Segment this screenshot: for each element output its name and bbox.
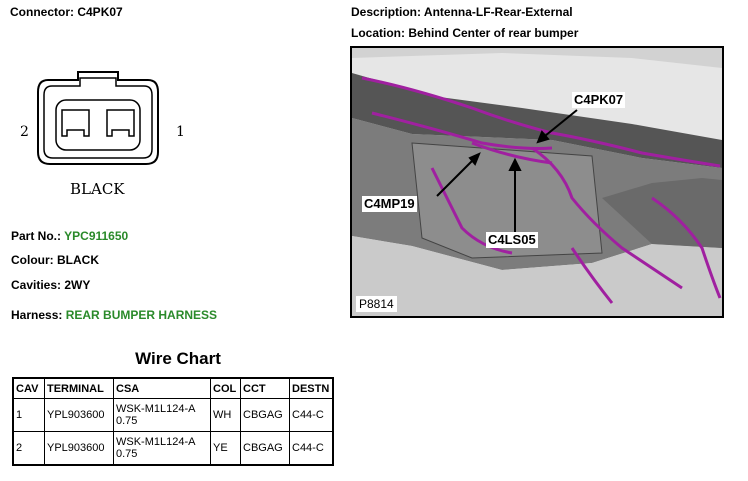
part-no-value: YPC911650	[64, 229, 129, 243]
header-col: COL	[210, 377, 241, 399]
cell-cct: CBGAG	[240, 398, 290, 432]
cavities-value: 2WY	[64, 278, 91, 292]
csa-size: 0.75	[116, 448, 138, 460]
colour-line: Colour: BLACK	[11, 253, 99, 267]
location-label: Location:	[351, 26, 405, 40]
harness-value: REAR BUMPER HARNESS	[65, 308, 218, 322]
csa-spec: WSK-M1L124-A	[116, 436, 196, 448]
description-label: Description:	[351, 5, 422, 19]
colour-label: Colour:	[11, 253, 54, 267]
callout-c4pk07: C4PK07	[572, 92, 626, 108]
wire-chart-header-row: CAV TERMINAL CSA COL CCT DESTN	[12, 377, 334, 399]
header-terminal: TERMINAL	[44, 377, 114, 399]
location-line: Location: Behind Center of rear bumper	[351, 26, 578, 40]
part-no-line: Part No.: YPC911650	[11, 229, 128, 243]
csa-size: 0.75	[116, 415, 138, 427]
cell-col: YE	[210, 431, 241, 466]
connector-line: Connector: C4PK07	[10, 5, 123, 19]
colour-value: BLACK	[57, 253, 99, 267]
connector-color-text: BLACK	[70, 180, 125, 198]
wire-chart-table: CAV TERMINAL CSA COL CCT DESTN 1 YPL9036…	[12, 377, 334, 466]
cell-terminal: YPL903600	[44, 431, 114, 466]
connector-label: Connector:	[10, 5, 74, 19]
wire-chart-title: Wire Chart	[135, 349, 221, 368]
cell-cav: 1	[12, 398, 45, 432]
pin-label-left: 2	[20, 124, 29, 140]
harness-line: Harness: REAR BUMPER HARNESS	[11, 308, 217, 322]
cell-destn: C44-C	[289, 431, 334, 466]
table-row: 2 YPL903600 WSK-M1L124-A 0.75 YE CBGAG C…	[12, 431, 334, 466]
cavities-label: Cavities:	[11, 278, 62, 292]
header-destn: DESTN	[289, 377, 334, 399]
description-line: Description: Antenna-LF-Rear-External	[351, 5, 573, 19]
header-cav: CAV	[12, 377, 45, 399]
location-illustration: C4PK07 C4MP19 C4LS05 P8814	[350, 46, 724, 318]
cell-cav: 2	[12, 431, 45, 466]
cell-csa: WSK-M1L124-A 0.75	[113, 398, 211, 432]
callout-c4ls05: C4LS05	[486, 232, 538, 248]
header-cct: CCT	[240, 377, 290, 399]
connector-face-drawing: 2 1 BLACK	[8, 60, 238, 210]
table-row: 1 YPL903600 WSK-M1L124-A 0.75 WH CBGAG C…	[12, 398, 334, 432]
cell-destn: C44-C	[289, 398, 334, 432]
pin-label-right: 1	[176, 124, 185, 140]
callout-c4mp19: C4MP19	[362, 196, 417, 212]
cell-col: WH	[210, 398, 241, 432]
cell-terminal: YPL903600	[44, 398, 114, 432]
harness-label: Harness:	[11, 308, 63, 322]
cell-cct: CBGAG	[240, 431, 290, 466]
cavities-line: Cavities: 2WY	[11, 278, 90, 292]
description-value: Antenna-LF-Rear-External	[423, 5, 573, 19]
cell-csa: WSK-M1L124-A 0.75	[113, 431, 211, 466]
part-no-label: Part No.:	[11, 229, 62, 243]
connector-value: C4PK07	[77, 5, 123, 19]
csa-spec: WSK-M1L124-A	[116, 403, 196, 415]
location-value: Behind Center of rear bumper	[408, 26, 579, 40]
illustration-ref: P8814	[356, 296, 397, 312]
header-csa: CSA	[113, 377, 211, 399]
